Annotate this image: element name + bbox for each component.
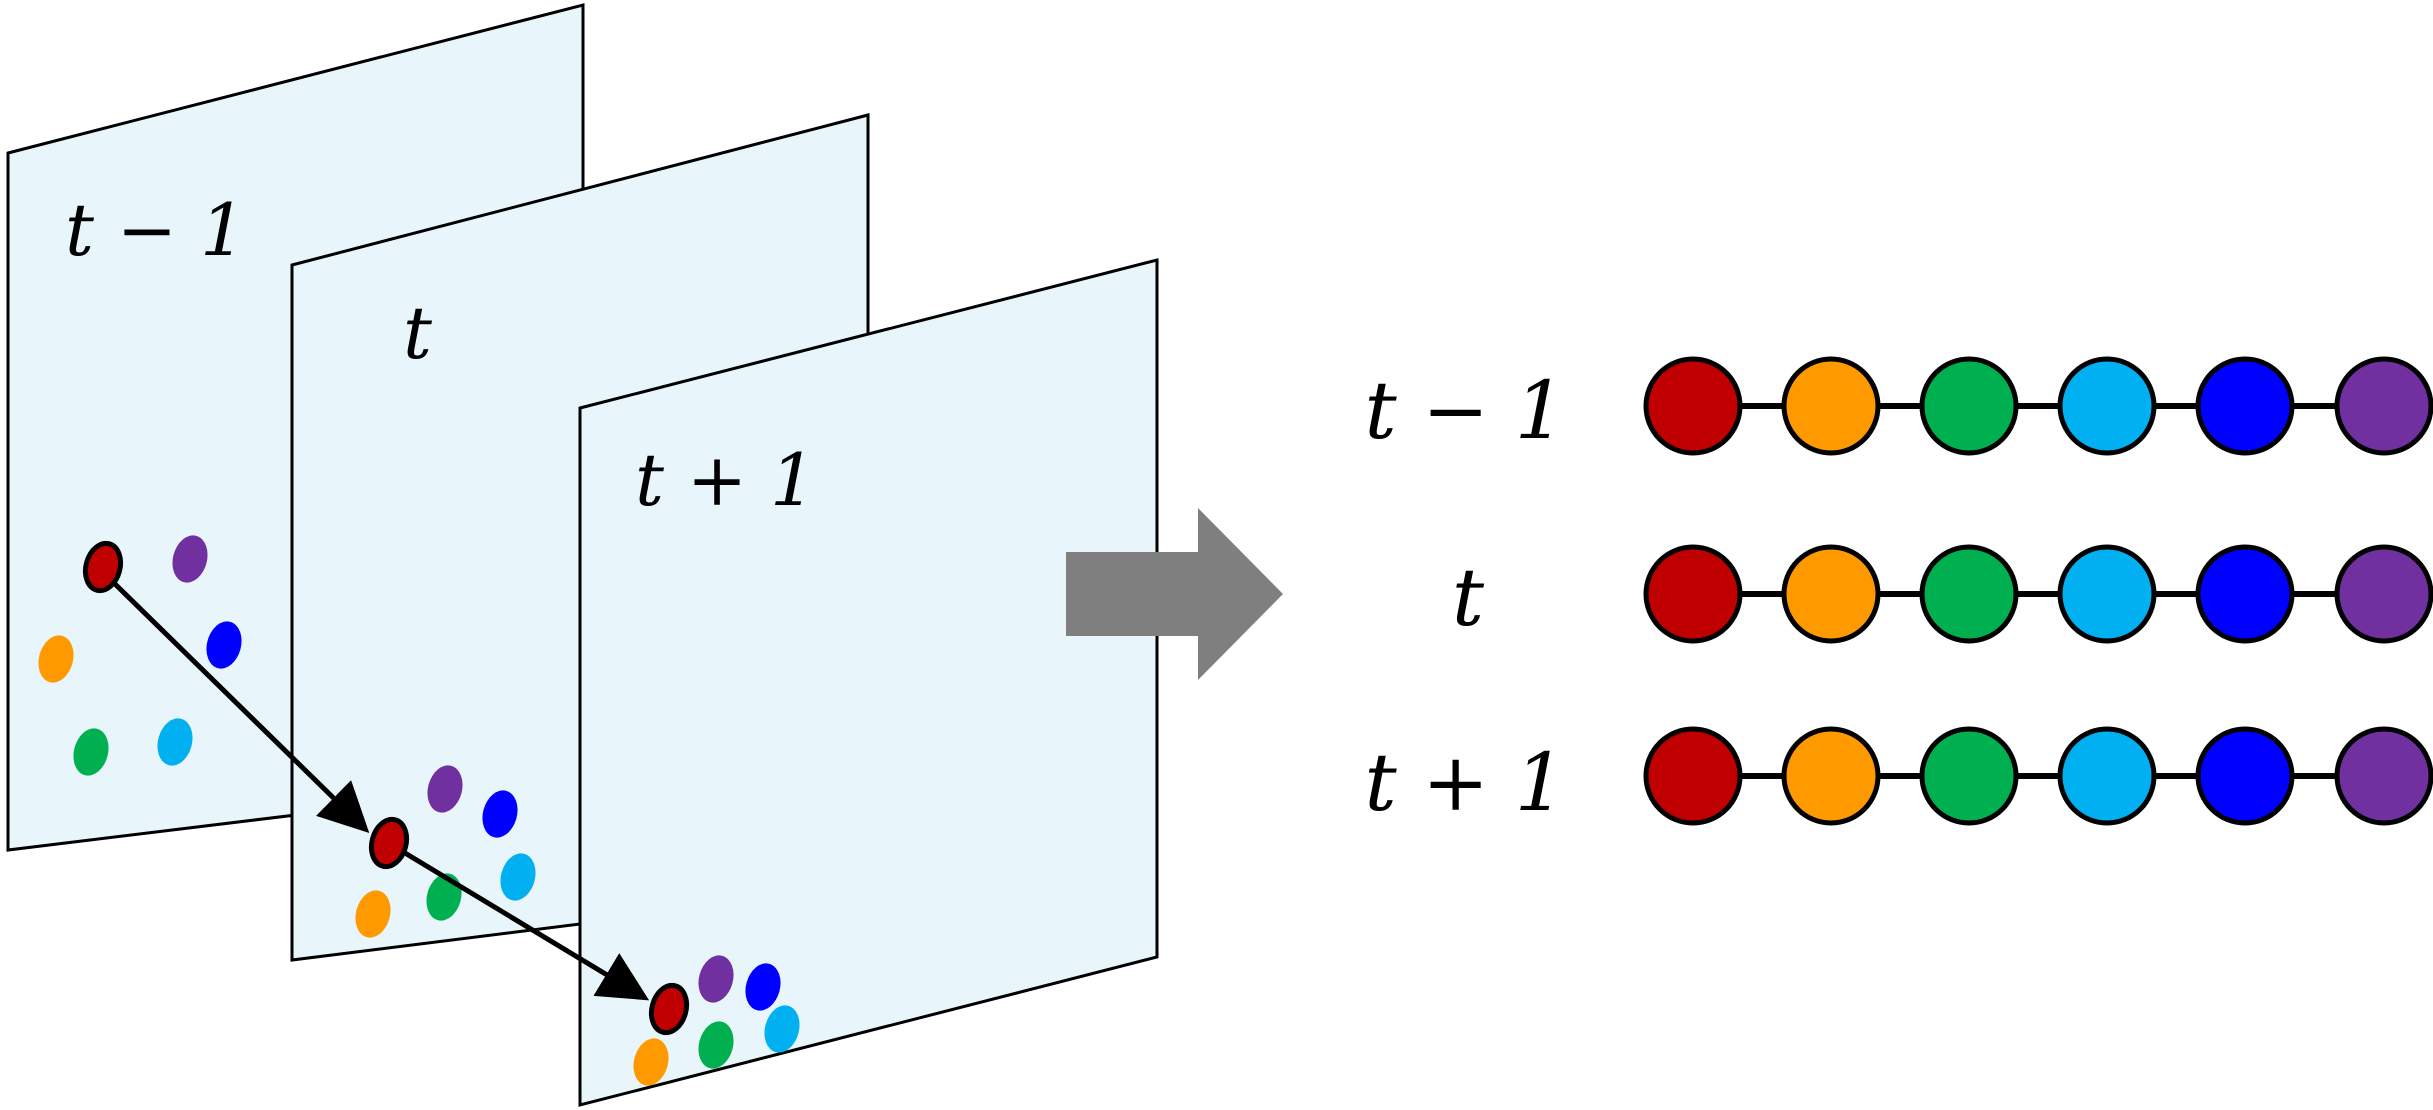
- chain-node: [1643, 544, 1743, 644]
- row-label: t: [1452, 551, 1485, 644]
- frame-label: t: [403, 291, 433, 375]
- dot-purple: [172, 535, 208, 583]
- chain-row: [1643, 356, 2433, 456]
- dot-red: [368, 816, 410, 870]
- dot-orange: [633, 1038, 669, 1086]
- chain-node: [2334, 544, 2433, 644]
- chain-node: [2334, 356, 2433, 456]
- frame-t-plus-1: t + 1: [578, 258, 1159, 1107]
- chain-node: [1781, 356, 1881, 456]
- dot-cyan: [157, 718, 193, 766]
- dot-cyan: [764, 1005, 800, 1053]
- frame-dots: [38, 535, 242, 776]
- chain-node: [1643, 726, 1743, 826]
- chain-node: [1781, 544, 1881, 644]
- dot-purple: [427, 765, 463, 813]
- dot-purple: [698, 955, 734, 1003]
- chain-node: [2195, 544, 2295, 644]
- dot-red: [82, 540, 124, 594]
- dot-blue: [482, 790, 518, 838]
- dot-green: [426, 873, 462, 921]
- frame-plane: [578, 258, 1159, 1107]
- chain-node: [2334, 726, 2433, 826]
- dot-cyan: [500, 853, 536, 901]
- chain-row: [1643, 726, 2433, 826]
- motion-arrow-2: [403, 850, 650, 1001]
- chain-node: [2195, 726, 2295, 826]
- chain-node: [2057, 544, 2157, 644]
- chain-node: [2195, 356, 2295, 456]
- chain-rows: t − 1 t t + 1: [1365, 356, 2433, 829]
- dot-red: [648, 982, 690, 1036]
- dot-green: [698, 1021, 734, 1069]
- motion-arrows: [112, 581, 650, 1001]
- frame-dots: [633, 955, 800, 1086]
- chain-node: [2057, 356, 2157, 456]
- chain-node: [1919, 544, 2019, 644]
- dot-orange: [38, 635, 74, 683]
- dot-blue: [745, 963, 781, 1011]
- chain-node: [1919, 356, 2019, 456]
- chain-node: [1781, 726, 1881, 826]
- chain-node: [2057, 726, 2157, 826]
- frame-label: t − 1: [65, 188, 246, 272]
- frame-dots: [355, 765, 536, 938]
- chain-node: [1919, 726, 2019, 826]
- chain-row: [1643, 544, 2433, 644]
- transform-arrow: [1066, 508, 1283, 680]
- dot-green: [73, 728, 109, 776]
- chain-node: [1643, 356, 1743, 456]
- row-label: t + 1: [1365, 736, 1566, 829]
- row-label: t − 1: [1365, 364, 1566, 457]
- dot-orange: [355, 890, 391, 938]
- motion-arrow-1: [112, 581, 370, 833]
- dot-blue: [206, 621, 242, 669]
- frame-label: t + 1: [635, 438, 816, 522]
